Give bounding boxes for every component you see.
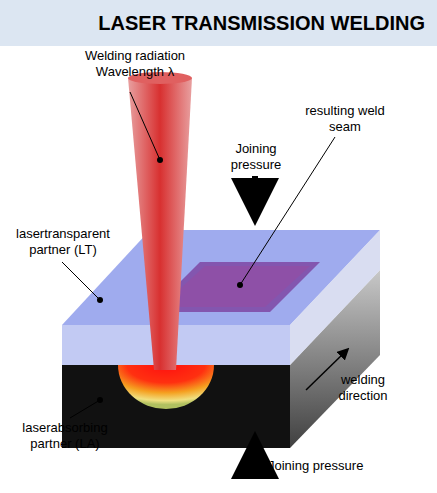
beam-label: Welding radiation Wavelength λ: [70, 48, 200, 80]
diagram-title: LASER TRANSMISSION WELDING: [20, 12, 425, 35]
seam-label: resulting weld seam: [300, 103, 390, 135]
pressure-label: Joining pressure: [226, 141, 286, 173]
part-label: lasertransparent partner (LT): [8, 226, 118, 258]
part-label: laserabsorbing partner (LA): [10, 420, 120, 452]
pressure-label: Joining pressure: [268, 458, 408, 474]
direction-label: welding direction: [318, 372, 408, 404]
